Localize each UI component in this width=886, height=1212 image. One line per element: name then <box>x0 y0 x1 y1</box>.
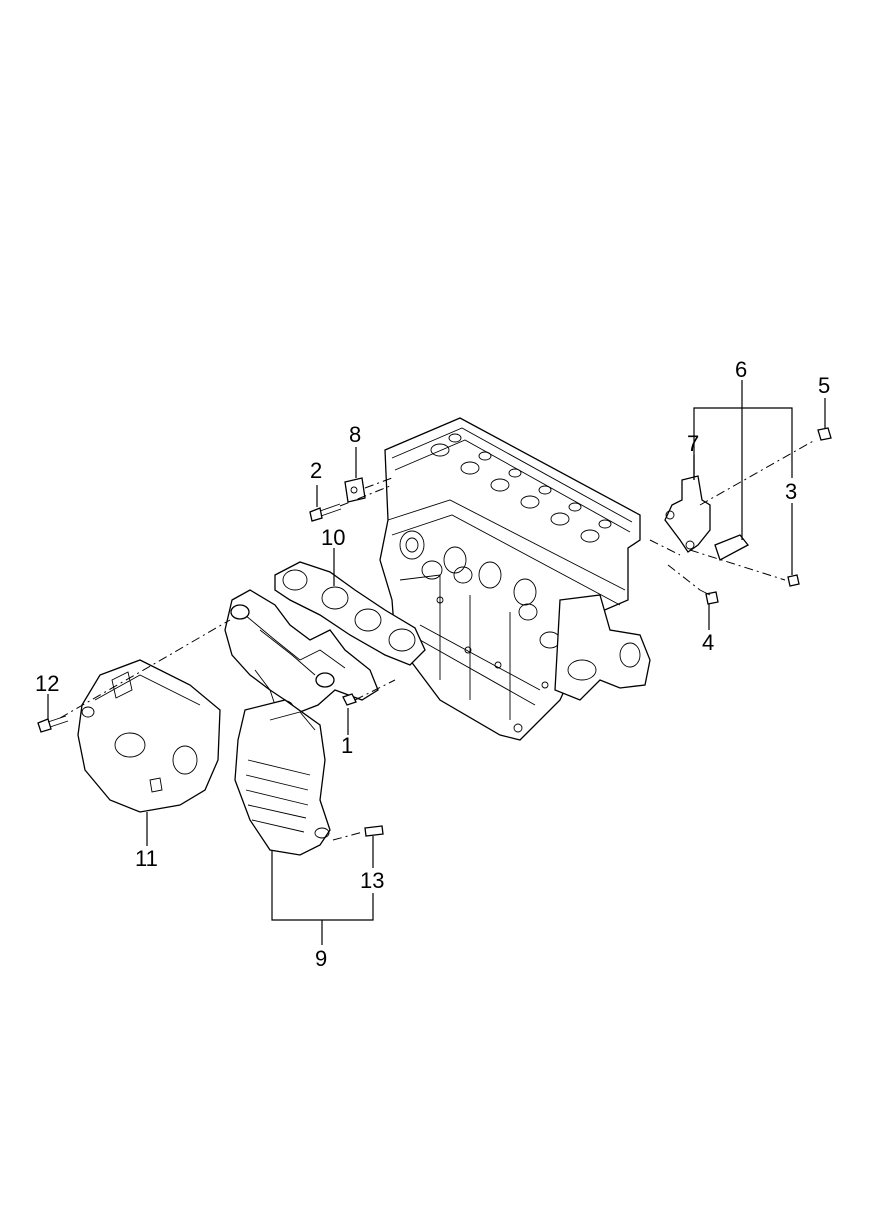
callout-4: 4 <box>702 630 714 655</box>
bolt-part-2 <box>309 503 342 522</box>
callouts: 1 2 3 4 5 6 7 8 9 10 11 12 13 <box>35 357 830 971</box>
leader-lines <box>47 380 826 945</box>
callout-2: 2 <box>310 458 322 483</box>
catalytic-converter <box>234 699 331 856</box>
bolt-part-12 <box>37 715 69 733</box>
nut-part-5 <box>817 427 832 441</box>
callout-8: 8 <box>349 422 361 447</box>
bolt-part-4 <box>699 589 719 605</box>
callout-10: 10 <box>321 525 345 550</box>
clip-part-8 <box>344 477 366 503</box>
callout-1: 1 <box>341 733 353 758</box>
bracket-assembly <box>664 475 749 561</box>
nut-part-1 <box>342 693 357 706</box>
assembly-lines <box>59 439 816 841</box>
callout-12: 12 <box>35 671 59 696</box>
callout-13: 13 <box>360 868 384 893</box>
engine-block <box>379 417 651 741</box>
callout-6: 6 <box>735 357 747 382</box>
callout-3: 3 <box>785 479 797 504</box>
stud-part-13 <box>364 825 384 837</box>
heat-shield <box>77 659 221 813</box>
callout-5: 5 <box>818 373 830 398</box>
callout-11: 11 <box>135 846 158 871</box>
callout-9: 9 <box>315 946 327 971</box>
bolt-part-3 <box>787 574 800 587</box>
callout-7: 7 <box>687 431 699 456</box>
